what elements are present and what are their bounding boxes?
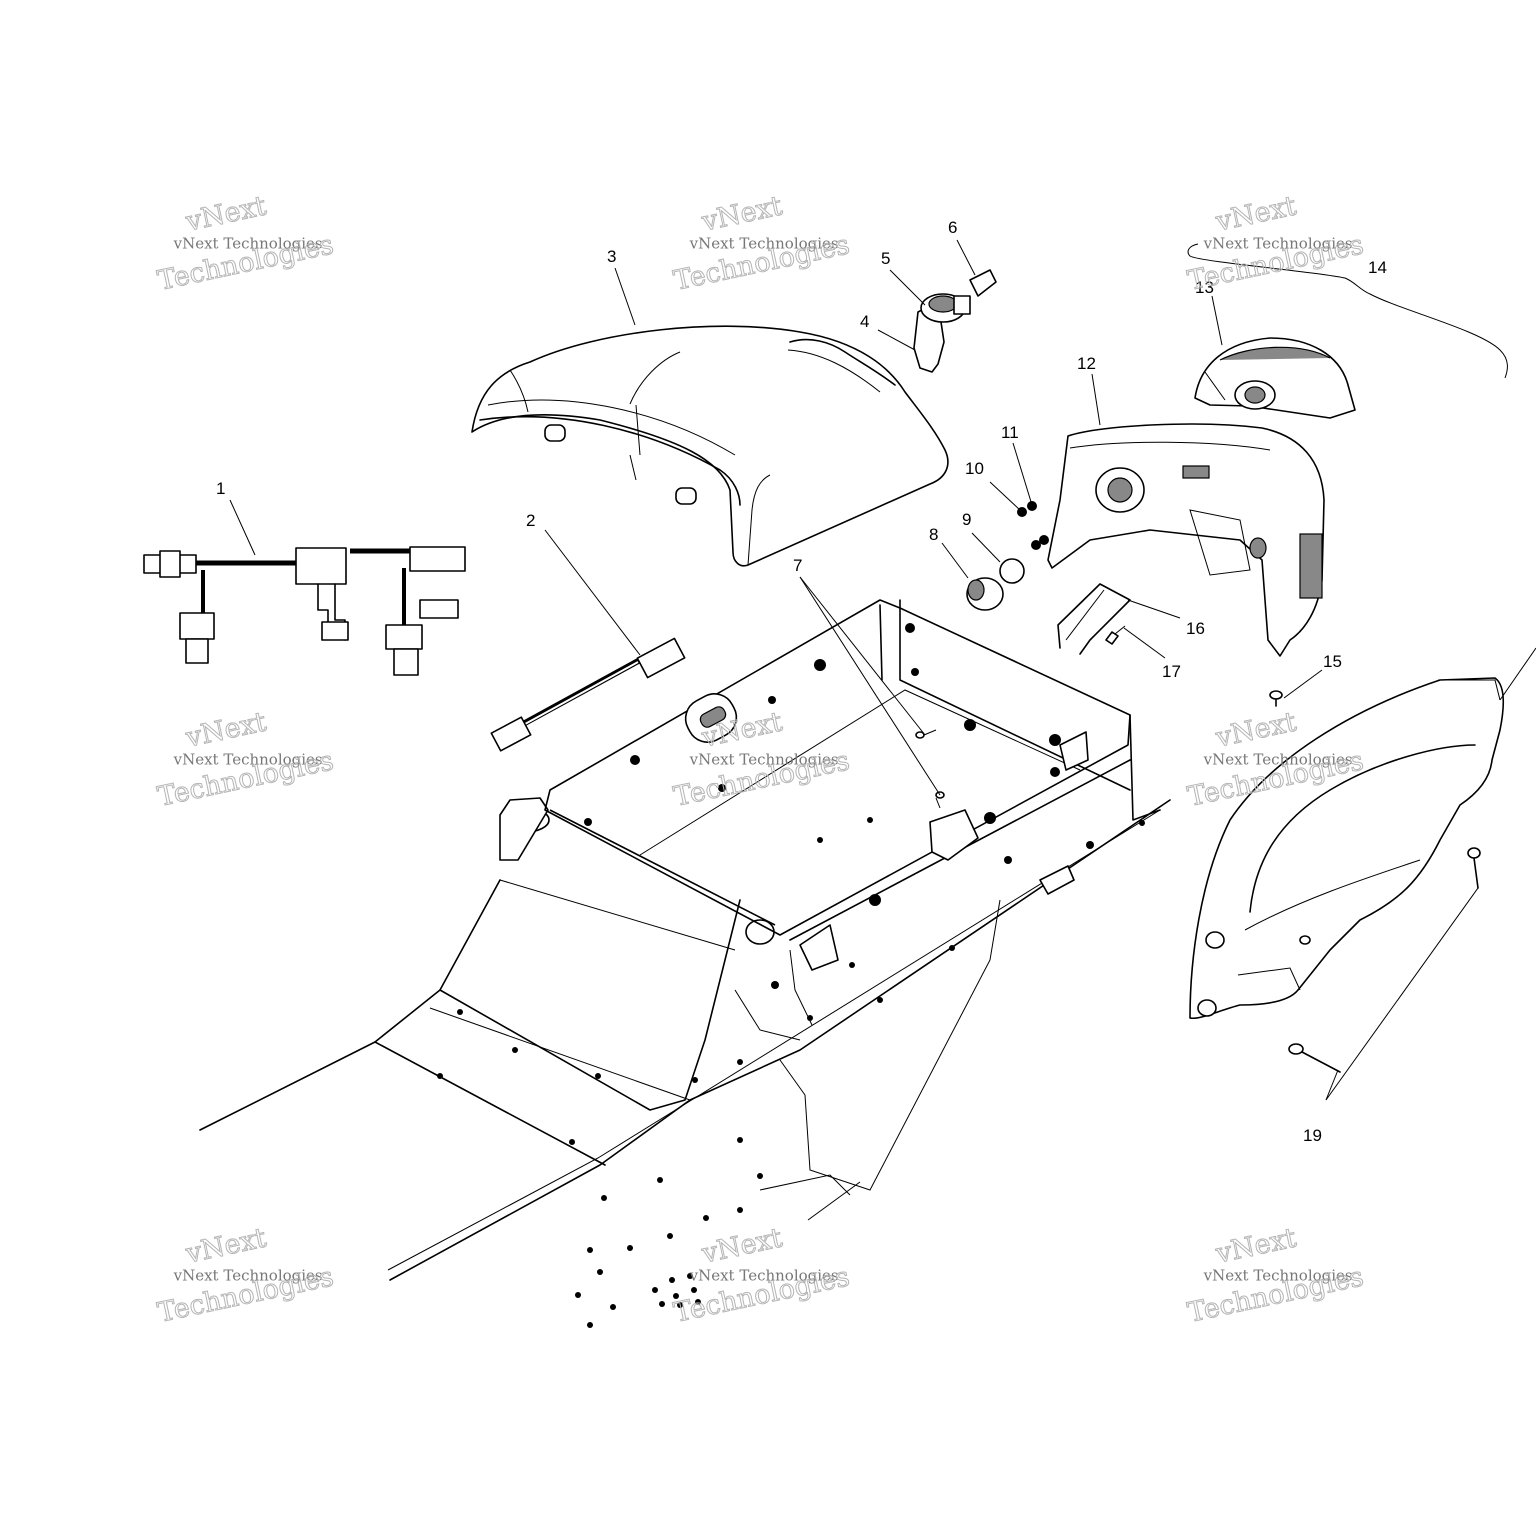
watermark-top-center: vNext vNext Technologies Technologies bbox=[671, 190, 853, 297]
watermark-text: vNext Technologies bbox=[173, 234, 323, 252]
watermark-text: vNext Technologies bbox=[173, 750, 323, 768]
callout-9: 9 bbox=[962, 510, 971, 529]
callout-7: 7 bbox=[793, 556, 802, 575]
callout-3: 3 bbox=[607, 247, 616, 266]
watermark-text: vNext bbox=[182, 706, 269, 753]
chassis-frame bbox=[199, 599, 1171, 1281]
callout-labels: 1 2 3 4 5 6 7 8 9 10 11 12 13 14 15 16 1… bbox=[216, 218, 1387, 1145]
watermark-text: vNext Technologies bbox=[1203, 1266, 1353, 1284]
watermark-text: vNext bbox=[1212, 190, 1299, 237]
callout-13: 13 bbox=[1195, 278, 1214, 297]
cable-part-2 bbox=[490, 637, 686, 752]
callout-11: 11 bbox=[1001, 423, 1019, 442]
rivet-part-15 bbox=[1269, 690, 1283, 707]
storage-lid-part-3 bbox=[471, 325, 949, 567]
lens-part-13 bbox=[1194, 337, 1356, 419]
callout-1: 1 bbox=[216, 479, 225, 498]
wiring-harness-part-1 bbox=[143, 546, 466, 676]
watermark-text: vNext Technologies bbox=[1203, 750, 1353, 768]
chassis-holes bbox=[437, 623, 1145, 1328]
taillight-housing-part-12 bbox=[1047, 423, 1325, 657]
watermark-text: vNext bbox=[182, 1222, 269, 1269]
watermark-text: vNext bbox=[698, 1222, 785, 1269]
watermark-bottom-center: vNext vNext Technologies Technologies bbox=[671, 1222, 853, 1329]
callout-8: 8 bbox=[929, 525, 938, 544]
watermark-top-right: vNext vNext Technologies Technologies bbox=[1185, 190, 1367, 297]
screw-part-17 bbox=[1105, 625, 1126, 645]
watermark-text: vNext Technologies bbox=[689, 1266, 839, 1284]
watermark-mid-left: vNext vNext Technologies Technologies bbox=[155, 706, 337, 813]
callout-6: 6 bbox=[948, 218, 957, 237]
bulb-socket-parts-8-11 bbox=[966, 501, 1049, 611]
callout-17: 17 bbox=[1162, 662, 1181, 681]
callout-12: 12 bbox=[1077, 354, 1096, 373]
callout-15: 15 bbox=[1323, 652, 1342, 671]
bracket-part-16 bbox=[1057, 583, 1131, 655]
watermark-bottom-right: vNext vNext Technologies Technologies bbox=[1185, 1222, 1367, 1329]
callout-5: 5 bbox=[881, 249, 890, 268]
watermark-text: vNext Technologies bbox=[689, 234, 839, 252]
watermark-text: vNext Technologies bbox=[689, 750, 839, 768]
watermark-text: vNext bbox=[1212, 706, 1299, 753]
watermark-bottom-left: vNext vNext Technologies Technologies bbox=[155, 1222, 337, 1329]
watermark-text: vNext bbox=[1212, 1222, 1299, 1269]
watermark-text: vNext bbox=[182, 190, 269, 237]
watermark-text: vNext Technologies bbox=[1203, 234, 1353, 252]
leader-lines bbox=[229, 239, 1536, 1101]
callout-2: 2 bbox=[526, 511, 535, 530]
side-panel bbox=[1189, 677, 1505, 1020]
watermark-text: vNext bbox=[698, 190, 785, 237]
callout-4: 4 bbox=[860, 312, 869, 331]
watermark-text: vNext Technologies bbox=[173, 1266, 323, 1284]
lock-assembly-parts-4-5-6 bbox=[913, 269, 997, 373]
callout-14: 14 bbox=[1368, 258, 1387, 277]
callout-19: 19 bbox=[1303, 1126, 1322, 1145]
watermark-top-left: vNext vNext Technologies Technologies bbox=[155, 190, 337, 297]
rivets-part-19 bbox=[1288, 847, 1481, 1073]
callout-10: 10 bbox=[965, 459, 984, 478]
callout-16: 16 bbox=[1186, 619, 1205, 638]
